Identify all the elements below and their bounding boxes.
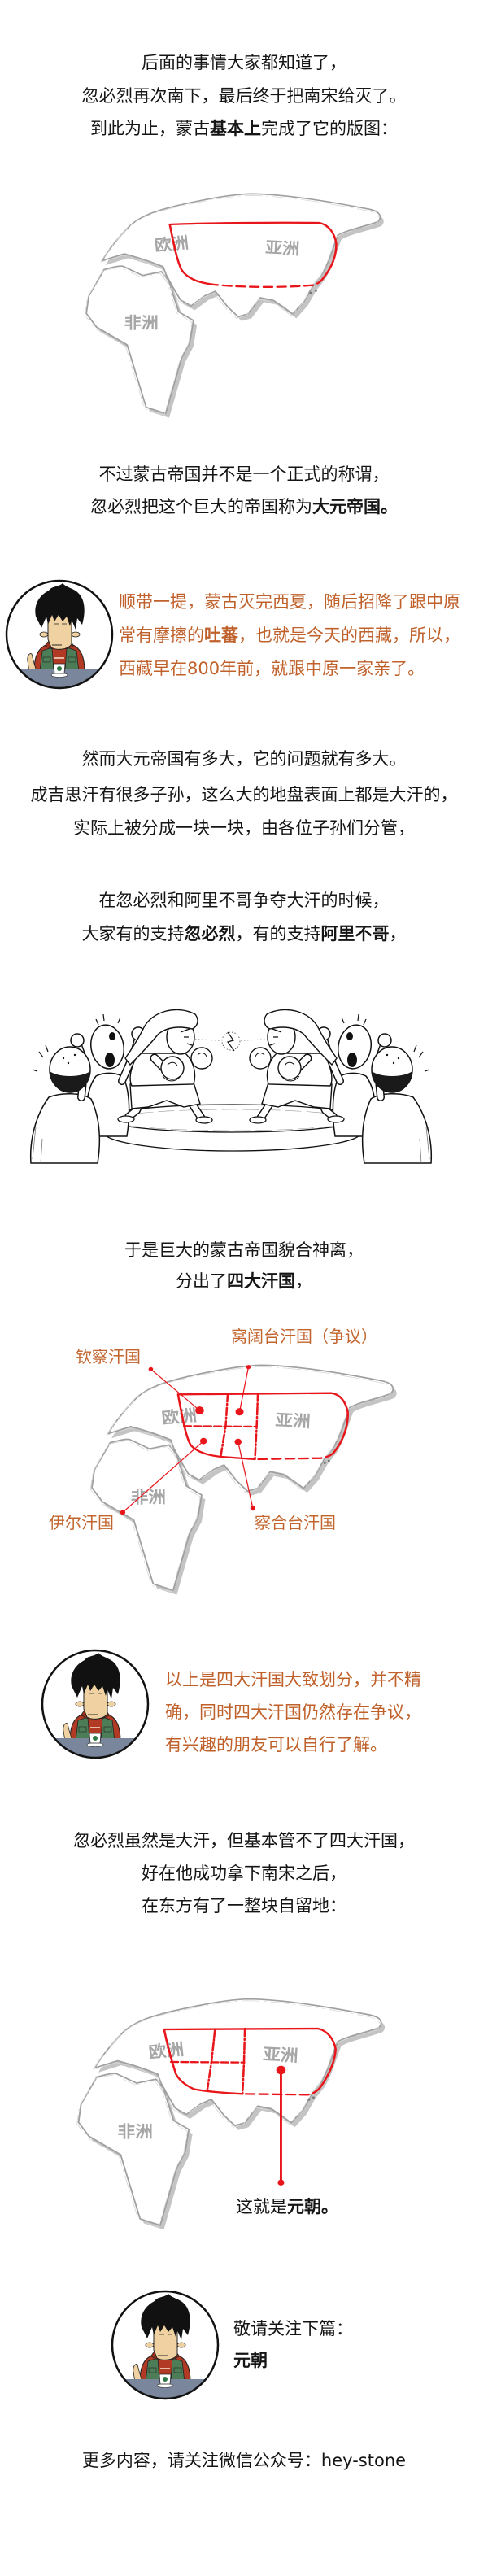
problem-line-1: 然而大元帝国有多大，它的问题就有多大。 [0, 743, 488, 775]
continents-illustration: 欧洲 亚洲 非洲 [85, 194, 383, 417]
split-text-2b: ， [295, 1271, 312, 1291]
problem-text-3: 实际上被分成一块一块，由各位子孙们分管， [73, 818, 415, 838]
label-ogedei-khanate: 窝阔台汗国（争议） [231, 1327, 377, 1346]
tip2-line-3: 有兴趣的朋友可以自行了解。 [165, 1728, 387, 1762]
intro-text-3b: 完成了它的版图： [261, 119, 398, 138]
naming-emphasis: 大元帝国 [312, 497, 381, 517]
khanate-boundaries [163, 2027, 337, 2096]
yuan-line-3: 在东方有了一整块自留地： [0, 1890, 488, 1922]
spark-icon [194, 1031, 269, 1052]
rivalry-line-1: 在忽必烈和阿里不哥争夺大汗的时候， [0, 884, 488, 917]
next-episode-label: 敬请关注下篇： [233, 2319, 353, 2338]
intro-line-2: 忽必烈再次南下，最后终于把南宋给灭了。 [0, 80, 488, 112]
intro-line-1: 后面的事情大家都知道了， [0, 46, 488, 79]
map-mongol-empire: 欧洲 亚洲 非洲 [0, 179, 488, 423]
avatar-narrator-2 [41, 1649, 150, 1759]
tip1-text-2b: ，也就是今天的西藏，所以， [238, 625, 460, 645]
tip2-line-2: 确，同时四大汗国仍然存在争议， [165, 1696, 421, 1729]
khanate-boundaries [176, 1392, 349, 1461]
rivalry-line-2: 大家有的支持忽必烈，有的支持阿里不哥， [0, 918, 488, 950]
intro-emphasis: 基本上 [210, 119, 261, 138]
yuan-caption: 这就是元朝。 [236, 2190, 338, 2223]
avatar-narrator-1 [5, 579, 114, 690]
intro-text-2: 忽必烈再次南下，最后终于把南宋给灭了。 [81, 86, 407, 106]
tip1-emphasis: 吐蕃 [204, 625, 238, 645]
rivalry-emphasis-kublai: 忽必烈 [184, 924, 236, 944]
yuan-text-3: 在东方有了一整块自留地： [142, 1896, 346, 1916]
yuan-caption-text: 这就是 [236, 2197, 287, 2216]
yuan-text-2: 好在他成功拿下南宋之后， [142, 1863, 346, 1883]
naming-line-2: 忽必烈把这个巨大的帝国称为大元帝国。 [0, 490, 488, 523]
tip2-line-1: 以上是四大汗国大致划分，并不精 [165, 1663, 421, 1697]
problem-text-2: 成吉思汗有很多子孙，这么大的地盘表面上都是大汗的， [30, 785, 458, 804]
empire-boundary [168, 221, 338, 289]
yuan-line-1: 忽必烈虽然是大汗，但基本管不了四大汗国， [0, 1824, 488, 1857]
map-four-khanates: 欧洲 亚洲 非洲 [0, 1301, 488, 1602]
intro-line-3: 到此为止，蒙古基本上完成了它的版图： [0, 112, 488, 145]
rivalry-text-2a: 大家有的支持 [81, 924, 185, 944]
tip1-line-2: 常有摩擦的吐蕃，也就是今天的西藏，所以， [119, 619, 460, 652]
yuan-caption-emphasis: 元朝 [287, 2197, 321, 2216]
tip1-text-2a: 常有摩擦的 [119, 625, 204, 645]
label-asia: 亚洲 [265, 238, 300, 259]
label-africa: 非洲 [118, 2122, 153, 2141]
tip2-text-3: 有兴趣的朋友可以自行了解。 [165, 1735, 387, 1754]
yuan-pointer [276, 2065, 286, 2186]
label-asia: 亚洲 [275, 1410, 311, 1431]
boxing-match-illustration [0, 996, 488, 1171]
yuan-line-2: 好在他成功拿下南宋之后， [0, 1857, 488, 1890]
tip1-line-1: 顺带一提，蒙古灭完西夏，随后招降了跟中原 [119, 586, 460, 619]
naming-line-1: 不过蒙古帝国并不是一个正式的称谓， [0, 458, 488, 490]
rivalry-text-2b: ，有的支持 [235, 924, 321, 944]
continents-illustration: 欧洲 亚洲 非洲 [90, 1365, 397, 1594]
split-line-1: 于是巨大的蒙古帝国貌合神离， [0, 1234, 488, 1266]
khanate-pointers [120, 1365, 256, 1515]
tip1-text-1: 顺带一提，蒙古灭完西夏，随后招降了跟中原 [119, 592, 460, 612]
intro-text-3a: 到此为止，蒙古 [90, 119, 210, 138]
rivalry-emphasis-ariq: 阿里不哥 [320, 924, 390, 944]
label-chagatai-khanate: 察合台汗国 [255, 1513, 336, 1532]
rivalry-text-2c: ， [389, 924, 407, 944]
avatar-narrator-3 [111, 2290, 220, 2400]
map-yuan-dynasty: 欧洲 亚洲 非洲 [0, 1985, 488, 2237]
problem-line-3: 实际上被分成一块一块，由各位子孙们分管， [0, 812, 488, 844]
footer-text: 更多内容，请关注微信公众号：hey-stone [81, 2451, 407, 2470]
naming-text-2b: 。 [381, 497, 398, 517]
next-episode-title: 元朝 [233, 2351, 268, 2370]
split-text-1: 于是巨大的蒙古帝国貌合神离， [124, 1240, 364, 1260]
naming-text-1: 不过蒙古帝国并不是一个正式的称谓， [98, 464, 390, 484]
label-ilkhanate: 伊尔汗国 [49, 1513, 114, 1532]
problem-line-2: 成吉思汗有很多子孙，这么大的地盘表面上都是大汗的， [0, 778, 488, 811]
tip2-text-1: 以上是四大汗国大致划分，并不精 [165, 1670, 421, 1689]
tip2-text-2: 确，同时四大汗国仍然存在争议， [165, 1702, 421, 1722]
footer-follow: 更多内容，请关注微信公众号：hey-stone [0, 2444, 488, 2477]
label-europe: 欧洲 [161, 1406, 198, 1427]
yuan-caption-period: 。 [321, 2197, 338, 2216]
naming-text-2a: 忽必烈把这个巨大的帝国称为 [90, 497, 312, 517]
tip1-text-3: 西藏早在800年前，就跟中原一家亲了。 [119, 659, 425, 678]
label-golden-horde: 钦察汗国 [76, 1347, 141, 1366]
split-line-2: 分出了四大汗国， [0, 1265, 488, 1297]
yuan-text-1: 忽必烈虽然是大汗，但基本管不了四大汗国， [73, 1831, 415, 1850]
intro-text-1: 后面的事情大家都知道了， [142, 53, 346, 72]
continents-illustration: 欧洲 亚洲 非洲 [77, 1999, 385, 2230]
split-emphasis: 四大汗国 [227, 1271, 295, 1291]
label-africa: 非洲 [131, 1488, 166, 1506]
split-text-2a: 分出了 [176, 1271, 227, 1291]
tip1-line-3: 西藏早在800年前，就跟中原一家亲了。 [119, 652, 425, 686]
rivalry-text-1: 在忽必烈和阿里不哥争夺大汗的时候， [98, 891, 390, 910]
label-africa: 非洲 [124, 313, 159, 332]
problem-text-1: 然而大元帝国有多大，它的问题就有多大。 [81, 749, 407, 769]
label-asia: 亚洲 [263, 2045, 299, 2065]
